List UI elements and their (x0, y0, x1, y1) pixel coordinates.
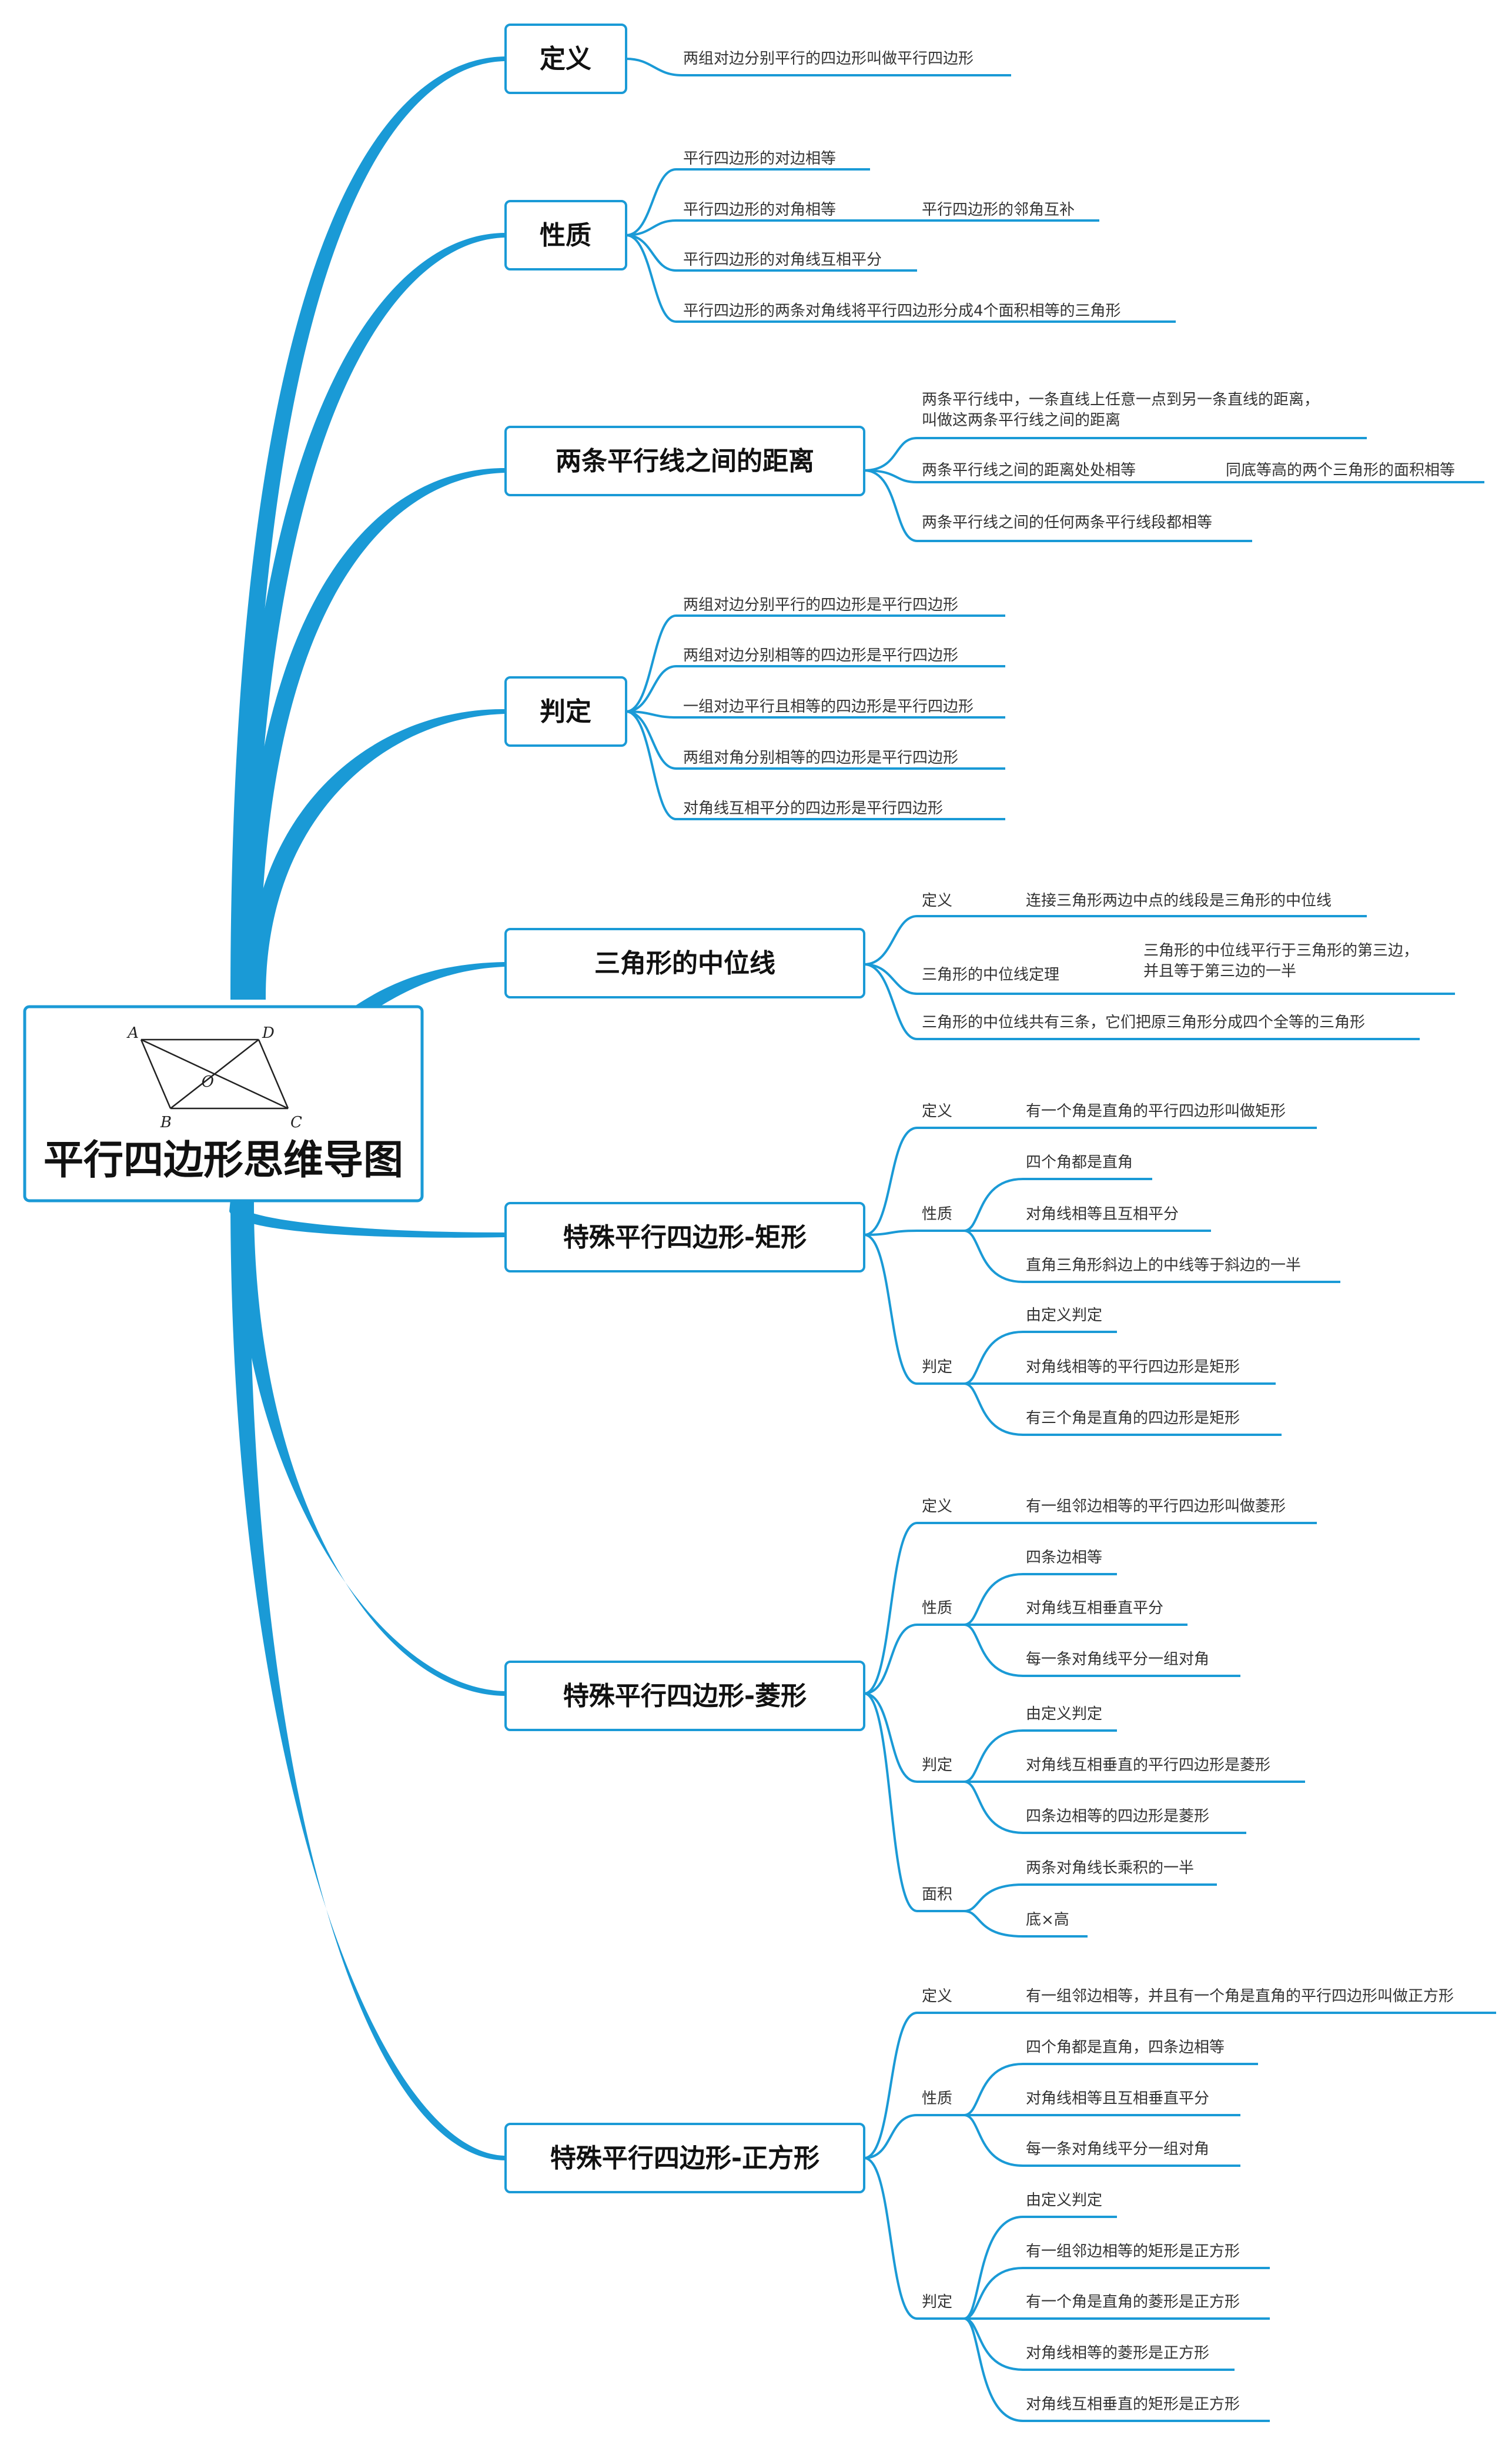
rect-judge: 由定义判定 (1026, 1307, 1102, 1324)
square-judge: 由定义判定 (1026, 2192, 1102, 2209)
rect-cat: 性质 (922, 1205, 952, 1223)
branch-mid-label[interactable]: 三角形的中位线 (594, 948, 775, 978)
root-node[interactable]: A D O B C 平行四边形思维导图 (23, 1005, 424, 1203)
mid-cat: 三角形的中位线定理 (922, 966, 1059, 984)
rhombus-judge: 对角线互相垂直的平行四边形是菱形 (1026, 1756, 1270, 1774)
figure-label-a: A (126, 1024, 139, 1042)
mid-theorem: 三角形的中位线平行于三角形的第三边， (1143, 942, 1419, 960)
rhombus-def: 有一组邻边相等的平行四边形叫做菱形 (1026, 1498, 1286, 1515)
def-item: 两组对边分别平行的四边形叫做平行四边形 (683, 50, 974, 68)
branch-rhombus-label[interactable]: 特殊平行四边形-菱形 (563, 1681, 807, 1711)
box-rect (504, 1202, 865, 1272)
parallelogram-figure (140, 1038, 289, 1110)
dist-item: 两条平行线中，一条直线上任意一点到另一条直线的距离， (922, 391, 1319, 409)
connector-rhombus (235, 1200, 504, 1696)
figure-label-d: D (262, 1024, 275, 1042)
connector-rect (229, 1200, 504, 1238)
rect-prop: 直角三角形斜边上的中线等于斜边的一半 (1026, 1257, 1301, 1274)
square-judge: 有一组邻边相等的矩形是正方形 (1026, 2243, 1240, 2260)
rect-judge: 有三个角是直角的四边形是矩形 (1026, 1409, 1240, 1427)
judge-item: 一组对边平行且相等的四边形是平行四边形 (683, 698, 974, 716)
box-square (504, 2123, 865, 2193)
box-rhombus (504, 1661, 865, 1731)
judge-item: 两组对边分别平行的四边形是平行四边形 (683, 596, 958, 614)
rect-cat: 定义 (922, 1103, 952, 1120)
connector-mid (356, 962, 504, 1013)
root-title: 平行四边形思维导图 (44, 1137, 403, 1184)
square-judge: 对角线互相垂直的矩形是正方形 (1026, 2396, 1240, 2413)
box-prop (504, 200, 627, 270)
square-judge: 有一个角是直角的菱形是正方形 (1026, 2293, 1240, 2311)
rect-def: 有一个角是直角的平行四边形叫做矩形 (1026, 1103, 1286, 1120)
dist-item: 两条平行线之间的距离处处相等 (922, 462, 1136, 479)
prop-sub-item: 平行四边形的邻角互补 (922, 201, 1075, 219)
box-dist (504, 426, 865, 496)
connector-judge (247, 709, 504, 1000)
judge-item: 对角线互相平分的四边形是平行四边形 (683, 800, 943, 817)
branch-dist-label[interactable]: 两条平行线之间的距离 (556, 446, 814, 476)
square-prop: 每一条对角线平分一组对角 (1026, 2140, 1209, 2158)
dist-item: 两条平行线之间的任何两条平行线段都相等 (922, 514, 1212, 532)
branch-square-label[interactable]: 特殊平行四边形-正方形 (550, 2143, 819, 2173)
rect-judge: 对角线相等的平行四边形是矩形 (1026, 1358, 1240, 1376)
rect-prop: 对角线相等且互相平分 (1026, 1205, 1179, 1223)
square-judge: 对角线相等的菱形是正方形 (1026, 2344, 1209, 2362)
square-cat: 定义 (922, 1988, 952, 2005)
square-cat: 判定 (922, 2293, 952, 2311)
prop-item: 平行四边形的对角线互相平分 (683, 251, 882, 269)
judge-item: 两组对角分别相等的四边形是平行四边形 (683, 749, 958, 767)
rhombus-prop: 四条边相等 (1026, 1549, 1102, 1566)
mid-def: 连接三角形两边中点的线段是三角形的中位线 (1026, 892, 1332, 910)
rhombus-cat: 面积 (922, 1886, 952, 1903)
rhombus-area: 底×高 (1026, 1911, 1069, 1929)
square-prop: 对角线相等且互相垂直平分 (1026, 2090, 1209, 2107)
rect-cat: 判定 (922, 1358, 952, 1376)
prop-item: 平行四边形的两条对角线将平行四边形分成4个面积相等的三角形 (683, 302, 1121, 320)
mid-extra: 三角形的中位线共有三条，它们把原三角形分成四个全等的三角形 (922, 1014, 1365, 1031)
dist-sub-item: 同底等高的两个三角形的面积相等 (1226, 462, 1455, 479)
root-box (23, 1005, 424, 1203)
box-mid (504, 928, 865, 998)
rhombus-cat: 性质 (922, 1599, 952, 1617)
connector-square (230, 1200, 504, 2160)
branch-prop-label[interactable]: 性质 (540, 221, 591, 250)
box-judge (504, 676, 627, 747)
box-def (504, 24, 627, 94)
square-cat: 性质 (922, 2090, 952, 2107)
branch-judge-label[interactable]: 判定 (540, 697, 591, 727)
rhombus-prop: 每一条对角线平分一组对角 (1026, 1651, 1209, 1668)
rhombus-judge: 由定义判定 (1026, 1705, 1102, 1723)
branch-rect-label[interactable]: 特殊平行四边形-矩形 (563, 1222, 807, 1252)
rhombus-cat: 判定 (922, 1756, 952, 1774)
rhombus-prop: 对角线互相垂直平分 (1026, 1599, 1163, 1617)
rhombus-judge: 四条边相等的四边形是菱形 (1026, 1808, 1209, 1825)
prop-item: 平行四边形的对角相等 (683, 201, 836, 219)
dist-item: 叫做这两条平行线之间的距离 (922, 412, 1120, 429)
mid-theorem: 并且等于第三边的一半 (1143, 963, 1296, 980)
figure-label-c: C (290, 1114, 302, 1131)
figure-label-o: O (202, 1073, 214, 1091)
branch-boxes (504, 24, 865, 2193)
mid-cat: 定义 (922, 892, 952, 910)
rhombus-area: 两条对角线长乘积的一半 (1026, 1859, 1194, 1877)
rect-prop: 四个角都是直角 (1026, 1154, 1133, 1171)
figure-label-b: B (160, 1114, 172, 1131)
judge-item: 两组对边分别相等的四边形是平行四边形 (683, 647, 958, 664)
square-def: 有一组邻边相等，并且有一个角是直角的平行四边形叫做正方形 (1026, 1988, 1454, 2005)
branch-def-label[interactable]: 定义 (540, 44, 591, 74)
sub-connectors (625, 58, 1496, 2422)
square-prop: 四个角都是直角，四条边相等 (1026, 2039, 1225, 2056)
prop-item: 平行四边形的对边相等 (683, 150, 836, 168)
rhombus-cat: 定义 (922, 1498, 952, 1515)
